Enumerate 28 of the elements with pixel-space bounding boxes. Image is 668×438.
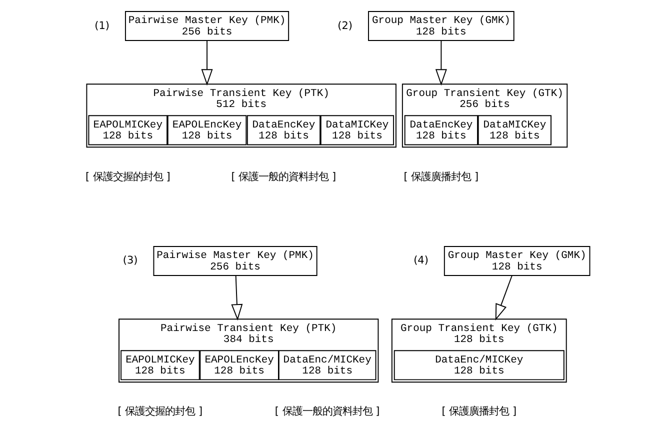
arrow [495,275,512,320]
arrow [201,40,213,86]
node-box: DataEncKey 128 bits [404,115,478,146]
label: (1) [94,20,110,32]
label: [ 保護廣播封包 ] [404,170,479,183]
node-box: DataMICKey 128 bits [478,115,552,146]
label: (3) [122,254,138,267]
label: (2) [338,20,353,32]
label: [ 保護一般的資料封包 ] [274,406,380,418]
label: [ 保護廣播封包 ] [442,406,517,418]
node-box: Pairwise Master Key (PMK) 256 bits [124,11,290,42]
arrow [231,275,243,321]
label: [ 保護交握的封包 ] [118,406,203,418]
node-box: EAPOLMICKey 128 bits [120,350,200,380]
label: [ 保護一般的資料封包 ] [231,170,336,183]
node-box: DataEnc/MICKey 128 bits [394,350,564,380]
node-box: EAPOLMICKey 128 bits [88,115,168,146]
node-box: Pairwise Master Key (PMK) 256 bits [153,246,318,276]
node-box: EAPOLEncKey 128 bits [200,350,279,380]
node-box: EAPOLEncKey 128 bits [167,115,247,146]
node-box: DataEnc/MICKey 128 bits [278,350,376,380]
node-box: DataEncKey 128 bits [246,115,321,146]
label: (4) [414,254,428,267]
node-box: Group Master Key (GMK) 128 bits [368,11,514,42]
label: [ 保護交握的封包 ] [85,170,170,183]
node-box: DataMICKey 128 bits [320,115,394,146]
node-box: Group Master Key (GMK) 128 bits [444,246,590,276]
arrow [435,40,447,86]
